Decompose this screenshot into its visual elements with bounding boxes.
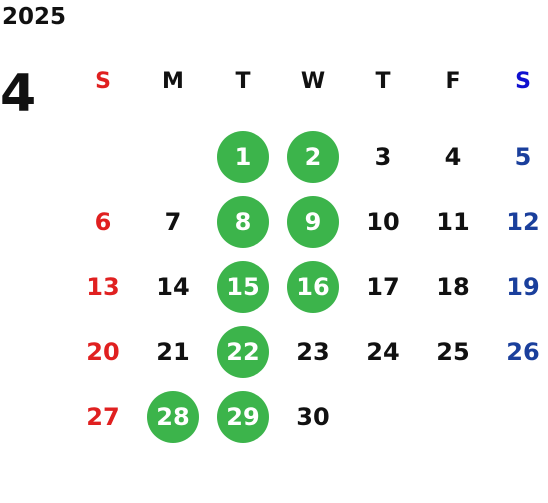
day-cell: 11	[418, 189, 488, 254]
day-cell: 4	[418, 124, 488, 189]
day-number: 30	[296, 402, 330, 431]
day-number: 23	[296, 337, 330, 366]
day-number-highlighted: 8	[217, 195, 269, 248]
day-cell: 8	[208, 189, 278, 254]
day-cell: 12	[488, 189, 548, 254]
day-number: 5	[514, 142, 532, 171]
day-cell	[68, 124, 138, 189]
day-number: 20	[86, 337, 120, 366]
weekday-header-friday: F	[445, 69, 461, 94]
day-number-highlighted: 29	[217, 390, 269, 443]
day-cell: 18	[418, 254, 488, 319]
day-number	[77, 131, 129, 183]
day-cell: 25	[418, 319, 488, 384]
day-cell	[138, 124, 208, 189]
day-number: 7	[164, 207, 182, 236]
day-cell: 27	[68, 384, 138, 449]
day-number: 12	[506, 207, 540, 236]
day-cell: 30	[278, 384, 348, 449]
day-cell: 3	[348, 124, 418, 189]
weekday-header-saturday: S	[515, 69, 531, 94]
weekday-header-sunday: S	[95, 69, 111, 94]
day-number: 10	[366, 207, 400, 236]
day-cell: 17	[348, 254, 418, 319]
day-cell: 10	[348, 189, 418, 254]
day-number: 13	[86, 272, 120, 301]
day-number: 24	[366, 337, 400, 366]
day-cell: 24	[348, 319, 418, 384]
weekday-header-thursday: T	[375, 69, 391, 94]
day-number: 25	[436, 337, 470, 366]
day-cell: 2	[278, 124, 348, 189]
day-cell: 14	[138, 254, 208, 319]
weekday-header-wednesday: W	[300, 69, 326, 94]
day-cell: 5	[488, 124, 548, 189]
day-number: 21	[156, 337, 190, 366]
day-number: 19	[506, 272, 540, 301]
day-number: 17	[366, 272, 400, 301]
day-number: 11	[436, 207, 470, 236]
day-number: 18	[436, 272, 470, 301]
day-number	[427, 391, 479, 443]
day-number-highlighted: 22	[217, 325, 269, 378]
day-number-highlighted: 9	[287, 195, 339, 248]
calendar-grid: S M T W T F S 1 2 3 4 5 6 7 8 9 10 11 12…	[68, 59, 548, 449]
day-number: 14	[156, 272, 190, 301]
day-cell: 20	[68, 319, 138, 384]
weekday-header-monday: M	[162, 69, 184, 94]
day-number	[147, 131, 199, 183]
day-number-highlighted: 16	[287, 260, 339, 313]
day-cell: 28	[138, 384, 208, 449]
day-cell: 26	[488, 319, 548, 384]
calendar-year: 2025	[2, 4, 67, 30]
day-number-highlighted: 15	[217, 260, 269, 313]
day-number: 3	[374, 142, 392, 171]
day-number-highlighted: 1	[217, 130, 269, 183]
day-cell: 29	[208, 384, 278, 449]
day-cell: 13	[68, 254, 138, 319]
day-cell	[418, 384, 488, 449]
weekday-header-tuesday: T	[235, 69, 251, 94]
day-cell	[348, 384, 418, 449]
day-cell	[488, 384, 548, 449]
day-cell: 19	[488, 254, 548, 319]
day-number	[357, 391, 409, 443]
day-cell: 22	[208, 319, 278, 384]
day-cell: 6	[68, 189, 138, 254]
day-number-highlighted: 28	[147, 390, 199, 443]
day-number: 27	[86, 402, 120, 431]
day-cell: 15	[208, 254, 278, 319]
day-number-highlighted: 2	[287, 130, 339, 183]
day-cell: 23	[278, 319, 348, 384]
day-cell: 16	[278, 254, 348, 319]
day-cell: 1	[208, 124, 278, 189]
day-number: 26	[506, 337, 540, 366]
day-cell: 7	[138, 189, 208, 254]
calendar-month: 4	[0, 64, 37, 124]
day-number	[497, 391, 548, 443]
day-cell: 21	[138, 319, 208, 384]
day-cell: 9	[278, 189, 348, 254]
day-number: 4	[444, 142, 462, 171]
day-number: 6	[94, 207, 112, 236]
